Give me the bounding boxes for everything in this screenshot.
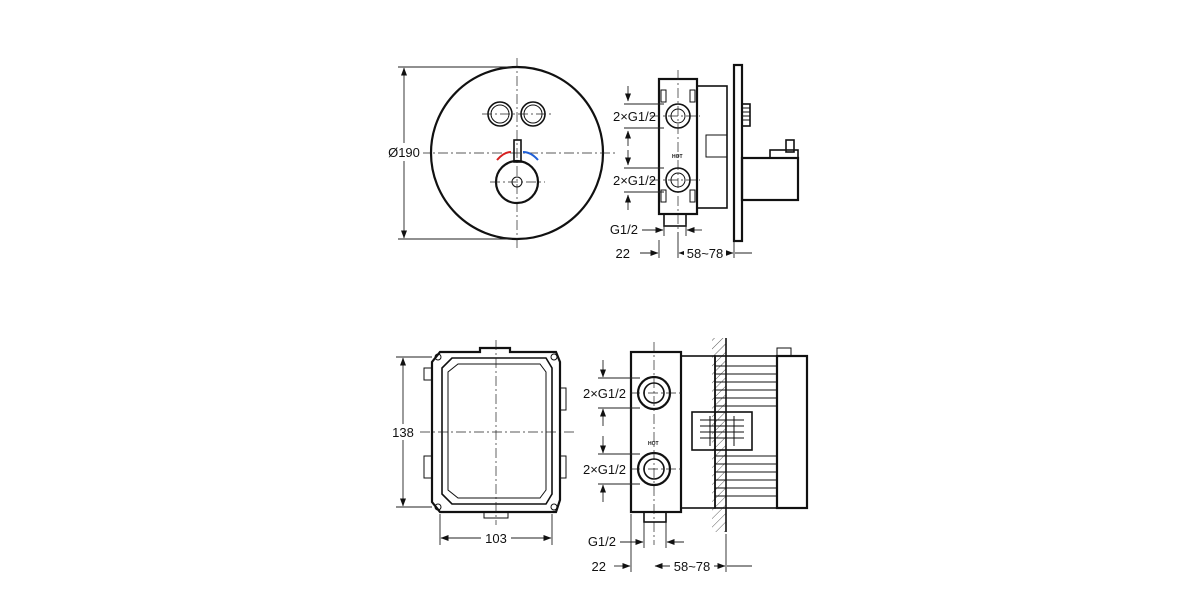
- inlet-lower-label-b: 2×G1/2: [583, 462, 626, 477]
- hot-label-small: HOT: [672, 154, 683, 160]
- diameter-label: Ø190: [388, 145, 420, 160]
- box-frame-outer: [430, 346, 562, 514]
- width-label-b: 103: [485, 531, 507, 546]
- side-view-box: HOT 2×G1/2 2×G1/2 G1/2 22 58~78: [583, 338, 809, 574]
- side-view-installed: HOT 2×G1/2 2×G1/2 G1/2 22 58~78: [610, 63, 800, 261]
- offset-label-a: 22: [616, 246, 630, 261]
- cover-plate-side: [732, 63, 744, 243]
- outlet-label-a: G1/2: [610, 222, 638, 237]
- hot-marker: [496, 151, 512, 161]
- box-frame-inner: [441, 357, 553, 505]
- wall-section: [712, 338, 726, 532]
- front-view-faceplate: Ø190: [385, 58, 618, 248]
- cold-marker: [522, 151, 539, 161]
- handle-side: [740, 156, 800, 202]
- cover-cap: [775, 354, 809, 510]
- outlet-label-b: G1/2: [588, 534, 616, 549]
- depth-label-a: 58~78: [687, 246, 724, 261]
- depth-label-b: 58~78: [674, 559, 711, 574]
- thermostat-knob: [490, 139, 545, 205]
- front-view-box: 138 103: [390, 340, 574, 546]
- inlet-lower-label-a: 2×G1/2: [613, 173, 656, 188]
- height-label-b: 138: [392, 425, 414, 440]
- inlet-upper-label-a: 2×G1/2: [613, 109, 656, 124]
- offset-label-b: 22: [592, 559, 606, 574]
- inlet-upper-label-b: 2×G1/2: [583, 386, 626, 401]
- hot-label-large: HOT: [648, 441, 659, 447]
